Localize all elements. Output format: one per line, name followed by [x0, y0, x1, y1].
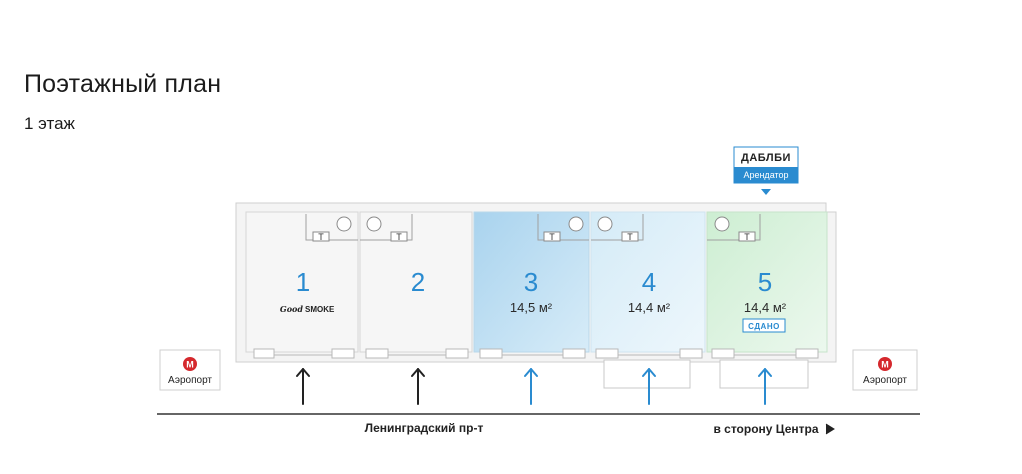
metro-logo-icon: М [878, 357, 892, 371]
svg-text:Ленинградский пр-т: Ленинградский пр-т [365, 421, 484, 435]
storefront-wall [253, 348, 819, 359]
svg-text:5: 5 [758, 267, 772, 297]
arrow-right-icon [825, 423, 835, 435]
svg-text:в сторону Центра: в сторону Центра [713, 422, 818, 436]
svg-text:Т: Т [396, 232, 402, 242]
unit-area-5: 14,4 м² [744, 300, 787, 315]
svg-text:SMOKE: SMOKE [305, 305, 335, 314]
unit-area-4: 14,4 м² [628, 300, 671, 315]
svg-text:14,5 м²: 14,5 м² [510, 300, 553, 315]
svg-text:2: 2 [411, 267, 425, 297]
direction-label: в сторону Центра [713, 422, 835, 436]
svg-text:Т: Т [318, 232, 324, 242]
svg-text:Т: Т [549, 232, 555, 242]
svg-text:СДАНО: СДАНО [748, 322, 780, 331]
street-name: Ленинградский пр-т [365, 421, 484, 435]
svg-text:М: М [881, 360, 889, 370]
svg-text:Аэропорт: Аэропорт [863, 375, 907, 386]
svg-text:ДАБЛБИ: ДАБЛБИ [741, 152, 791, 164]
status-badge: СДАНО [742, 318, 786, 333]
unit-area-3: 14,5 м² [510, 300, 553, 315]
metro-sign-right: М Аэропорт [852, 349, 918, 391]
tenant-tag: ДАБЛБИ Арендатор [733, 146, 799, 195]
svg-text:14,4 м²: 14,4 м² [744, 300, 787, 315]
svg-text:4: 4 [642, 267, 656, 297]
svg-text:3: 3 [524, 267, 538, 297]
unit-room-3[interactable] [473, 211, 590, 353]
svg-text:Арендатор: Арендатор [743, 170, 788, 180]
page-title: Поэтажный план [24, 70, 222, 98]
entrance-porch [603, 359, 809, 389]
svg-text:Т: Т [744, 232, 750, 242]
unit-room-4[interactable] [590, 211, 706, 353]
unit-number-4: 4 [642, 267, 656, 297]
svg-text:Т: Т [627, 232, 633, 242]
svg-text:1: 1 [296, 267, 310, 297]
unit-number-5: 5 [758, 267, 772, 297]
unit-room-2[interactable] [359, 211, 473, 353]
svg-text:14,4 м²: 14,4 м² [628, 300, 671, 315]
svg-text:Аэропорт: Аэропорт [168, 375, 212, 386]
svg-text:Good: Good [280, 304, 304, 314]
svg-text:М: М [186, 360, 194, 370]
metro-logo-icon: М [183, 357, 197, 371]
metro-sign-left: М Аэропорт [159, 349, 221, 391]
wc-fixtures [305, 214, 761, 242]
arrow-up-icon [296, 368, 772, 405]
unit-brand-1: Good SMOKE [280, 304, 335, 314]
floor-label: 1 этаж [24, 114, 75, 133]
unit-room-1[interactable] [245, 211, 359, 353]
toilet-icon: Т Т Т Т Т [318, 232, 750, 242]
unit-number-1: 1 [296, 267, 310, 297]
unit-number-2: 2 [411, 267, 425, 297]
unit-number-3: 3 [524, 267, 538, 297]
